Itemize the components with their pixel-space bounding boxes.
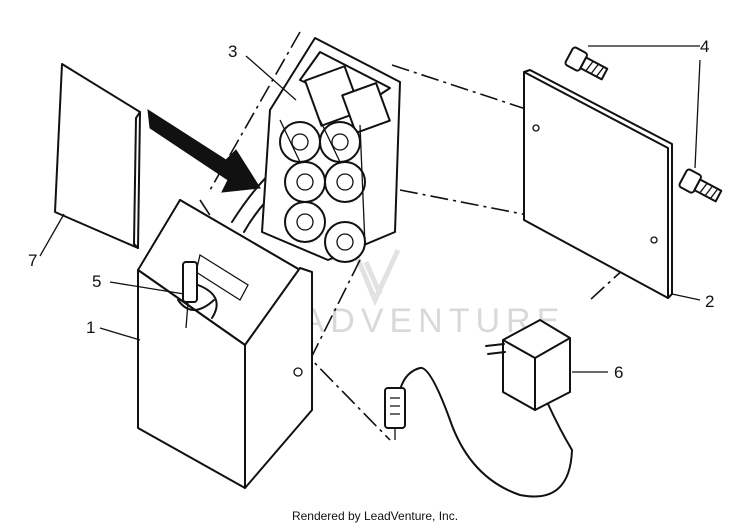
screw-top — [564, 46, 609, 81]
part-3-cell-pack — [261, 37, 401, 263]
part-2-back-plate — [523, 69, 673, 299]
leader-lines — [39, 45, 701, 373]
callouts: 1 2 3 4 5 6 7 — [28, 37, 714, 382]
part-1-housing — [137, 199, 313, 489]
cell-rings — [279, 121, 366, 263]
callout-6: 6 — [614, 363, 623, 382]
callout-7: 7 — [28, 251, 37, 270]
screw-bottom — [678, 168, 723, 203]
render-credit: Rendered by LeadVenture, Inc. — [292, 509, 458, 523]
callout-5: 5 — [92, 272, 101, 291]
callout-4: 4 — [700, 37, 709, 56]
part-6-charger — [384, 319, 573, 498]
part-5-switch — [177, 261, 218, 329]
callout-2: 2 — [705, 292, 714, 311]
part-7-panel — [54, 63, 141, 249]
callout-3: 3 — [228, 42, 237, 61]
callout-1: 1 — [86, 318, 95, 337]
part-4-screws — [564, 46, 723, 203]
